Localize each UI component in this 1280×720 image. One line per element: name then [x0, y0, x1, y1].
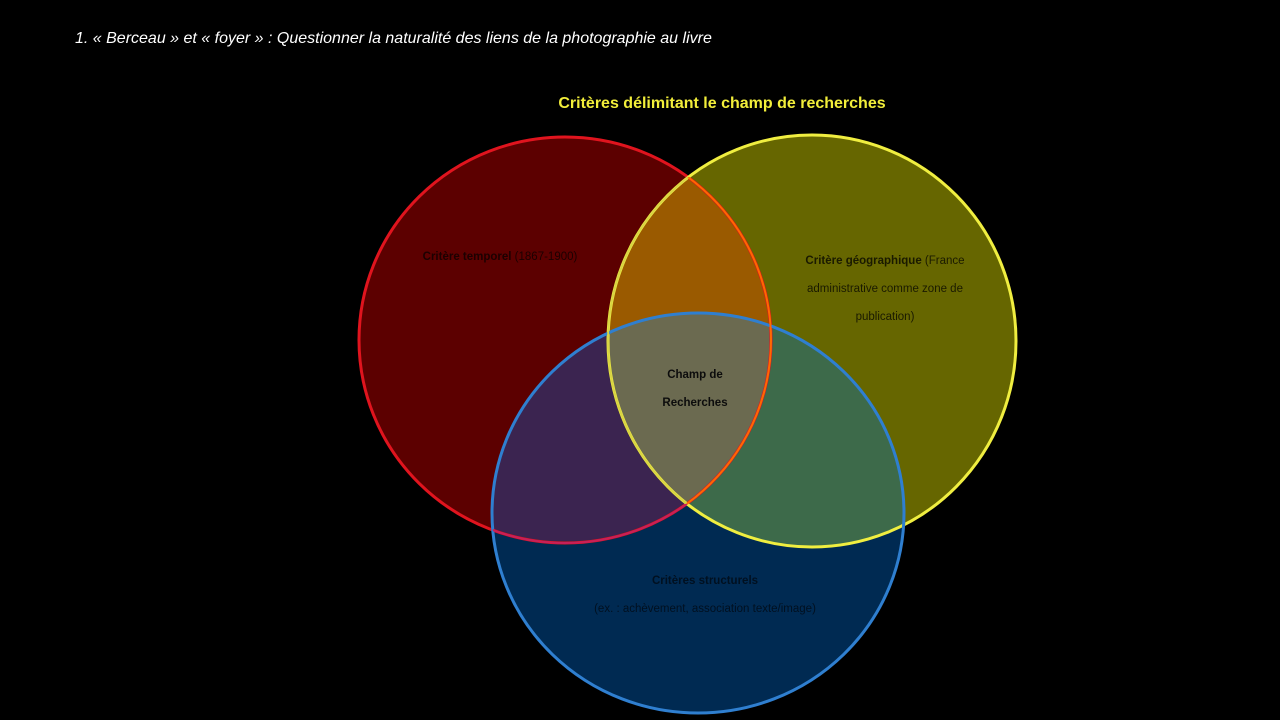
label-center-line1: Champ de [667, 369, 723, 381]
arc-red-in-yellow [608, 136, 772, 544]
label-geographique-rest: (France administrative comme zone de pub… [807, 255, 965, 323]
label-structurel-rest: (ex. : achèvement, association texte/ima… [594, 603, 816, 615]
label-temporel-bold: Critère temporel [422, 251, 512, 263]
label-geographique: Critère géographique (France administrat… [780, 247, 990, 331]
diagram-title: Critères délimitant le champ de recherch… [558, 95, 886, 112]
page-title: 1. « Berceau » et « foyer » : Questionne… [75, 30, 712, 47]
label-temporel: Critère temporel (1867-1900) [395, 243, 605, 271]
label-geographique-bold: Critère géographique [805, 255, 922, 267]
label-structurel: Critères structurels (ex. : achèvement, … [560, 567, 850, 623]
label-center-line2: Recherches [662, 397, 728, 409]
arc-yellow-in-red [607, 137, 771, 543]
label-structurel-bold: Critères structurels [651, 575, 759, 587]
label-temporel-rest: (1867-1900) [511, 251, 578, 263]
label-center: Champ de Recherches [640, 361, 750, 417]
outline-structurel [490, 311, 906, 715]
